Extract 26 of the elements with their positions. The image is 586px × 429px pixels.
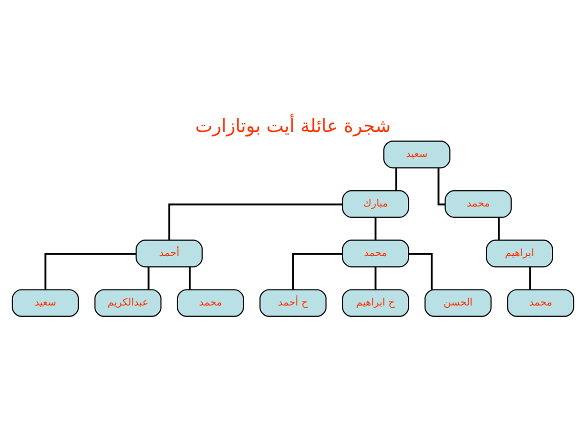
node-box: ح أحمد bbox=[259, 288, 327, 316]
node-box: محمد bbox=[176, 288, 244, 316]
connector bbox=[438, 167, 446, 205]
connector bbox=[408, 252, 433, 290]
connector bbox=[529, 266, 531, 290]
connector bbox=[148, 266, 150, 290]
connector bbox=[374, 217, 376, 240]
node-box: ابراهيم bbox=[486, 239, 554, 267]
node-box: الحسن bbox=[424, 288, 492, 316]
node-box: سعيد bbox=[383, 140, 450, 168]
connector bbox=[498, 217, 500, 240]
node-box: ح ابراهيم bbox=[342, 288, 410, 316]
node-box: مبارك bbox=[342, 190, 410, 218]
connector bbox=[292, 252, 342, 290]
connector bbox=[188, 266, 191, 290]
node-box: عبدالكريم bbox=[94, 288, 162, 316]
connector bbox=[374, 266, 376, 290]
node-box: سعيد bbox=[12, 288, 79, 316]
node-box: محمد bbox=[507, 288, 574, 316]
node-box: أحمد bbox=[136, 239, 203, 267]
connector bbox=[395, 168, 398, 190]
connector bbox=[44, 252, 136, 290]
node-box: محمد bbox=[444, 190, 512, 218]
node-box: محمد bbox=[342, 239, 410, 267]
connector bbox=[168, 203, 342, 240]
diagram-title: شجرة عائلة أيت بوتازارت bbox=[195, 116, 391, 137]
